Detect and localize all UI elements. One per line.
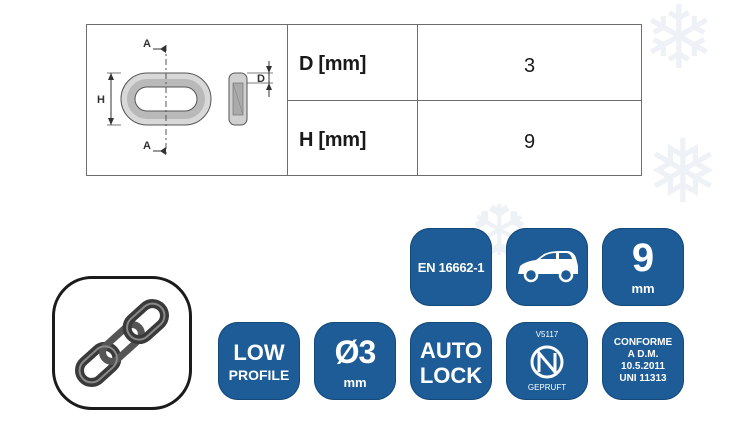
chain-link-dimension-drawing: A A H D (97, 38, 273, 157)
badge-low-profile-line1: LOW (233, 340, 285, 365)
badge-standard-text: EN 16662-1 (417, 260, 485, 275)
badge-size-number: 9 (631, 236, 655, 280)
badge-onorm-bottom: GEPRUFT (527, 383, 567, 392)
o-n-mark-icon (530, 345, 564, 379)
badge-auto-lock: AUTO LOCK (410, 322, 492, 400)
chain-image-frame (52, 276, 192, 410)
label-h: H (97, 94, 105, 106)
label-a-bottom: A (143, 140, 151, 152)
row-label-d: D [mm] (299, 53, 367, 75)
badge-low-profile-line2: PROFILE (228, 367, 290, 383)
badge-diameter-unit: mm (343, 375, 367, 390)
badge-onorm: V5117 GEPRUFT (506, 322, 588, 400)
badge-auto-lock-line1: AUTO (420, 338, 482, 363)
badge-size: 9 mm (602, 228, 684, 306)
table-divider (287, 100, 641, 101)
car-icon (518, 251, 578, 283)
badge-conforme-line1: CONFORME (613, 337, 673, 348)
row-value-h: 9 (523, 131, 536, 153)
label-d: D (257, 73, 265, 85)
badge-size-unit: mm (631, 281, 655, 296)
chain-links-icon (75, 299, 169, 387)
badge-vehicle (506, 228, 588, 306)
badge-diameter-number: 3 (358, 334, 377, 370)
badge-standard: EN 16662-1 (410, 228, 492, 306)
badge-low-profile: LOW PROFILE (218, 322, 300, 400)
badge-conforme-line2: A D.M. (627, 349, 659, 360)
row-value-d: 3 (523, 55, 536, 77)
badge-onorm-top: V5117 (535, 330, 559, 339)
badge-diameter: Ø3 mm (314, 322, 396, 400)
snowflake-icon: ❅ (646, 122, 720, 221)
badge-conforme-line3: 10.5.2011 (621, 361, 665, 372)
label-a-top: A (143, 38, 151, 50)
badge-conforme-line4: UNI 11313 (619, 373, 667, 384)
badge-conforme: CONFORME A D.M. 10.5.2011 UNI 11313 (602, 322, 684, 400)
snowflake-icon: ❄ (642, 0, 716, 87)
diameter-symbol: Ø (334, 334, 360, 370)
row-label-h: H [mm] (299, 129, 367, 151)
spec-table: A A H D D [mm] 3 H [mm] 9 (86, 24, 642, 176)
badge-auto-lock-line2: LOCK (419, 363, 483, 388)
